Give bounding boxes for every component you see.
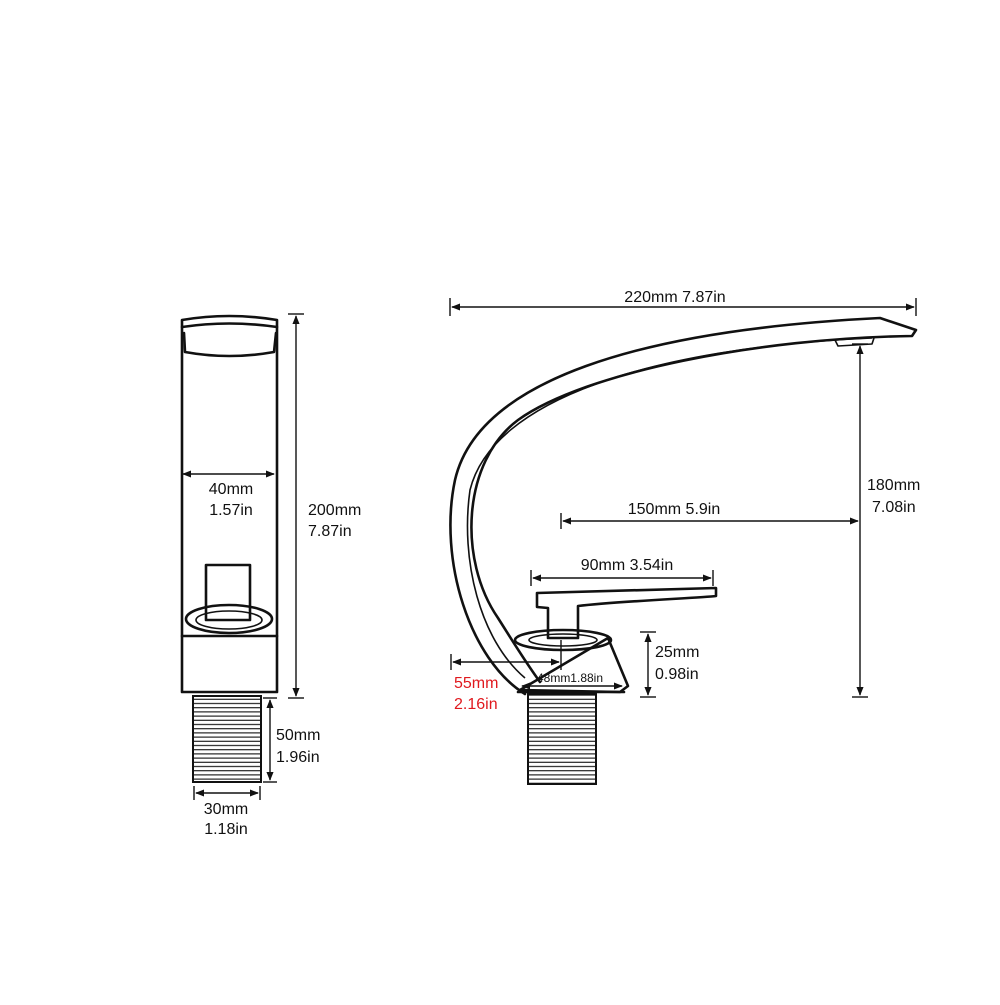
front-threaded-shank [192, 695, 262, 783]
side-threaded-shank [527, 693, 597, 785]
side-view: 220mm 7.87in 180mm 7.08in 150mm 5.9in 90… [449, 289, 920, 785]
front-lever-handle [204, 563, 252, 622]
side-base-height-mm: 25mm [655, 644, 699, 661]
side-total-length-label: 220mm 7.87in [624, 289, 725, 306]
front-width-in: 1.57in [209, 502, 253, 519]
front-base-ring-inner [195, 610, 263, 630]
front-thread-diameter-mm: 30mm [204, 801, 248, 818]
side-base-height-in: 0.98in [655, 666, 699, 683]
side-reach-label: 150mm 5.9in [628, 501, 721, 518]
side-lever-handle [535, 586, 718, 640]
front-view: 40mm 1.57in 200mm 7.87in 50mm 1.96in 30m… [180, 313, 361, 838]
front-height-mm: 200mm [308, 502, 361, 519]
front-thread-length-in: 1.96in [276, 749, 320, 766]
side-spout-height-mm: 180mm [867, 477, 920, 494]
side-spout-height-in: 7.08in [872, 499, 916, 516]
side-offset-in: 2.16in [454, 696, 498, 713]
side-spout-inner [466, 337, 873, 679]
front-top-cap [180, 322, 279, 329]
front-height-in: 7.87in [308, 523, 352, 540]
front-body [180, 314, 279, 694]
side-handle-length-label: 90mm 3.54in [581, 557, 674, 574]
side-aerator [834, 337, 875, 347]
front-base-ring-outer [184, 603, 274, 635]
front-width-mm: 40mm [209, 481, 253, 498]
side-handle-ring-outer [513, 628, 613, 652]
side-offset-mm: 55mm [454, 675, 498, 692]
front-thread-length-mm: 50mm [276, 727, 320, 744]
front-thread-diameter-in: 1.18in [204, 821, 248, 838]
side-base-diameter-label: 48mm1.88in [537, 671, 603, 685]
front-spout-face [182, 331, 278, 358]
side-handle-ring-inner [528, 633, 598, 647]
